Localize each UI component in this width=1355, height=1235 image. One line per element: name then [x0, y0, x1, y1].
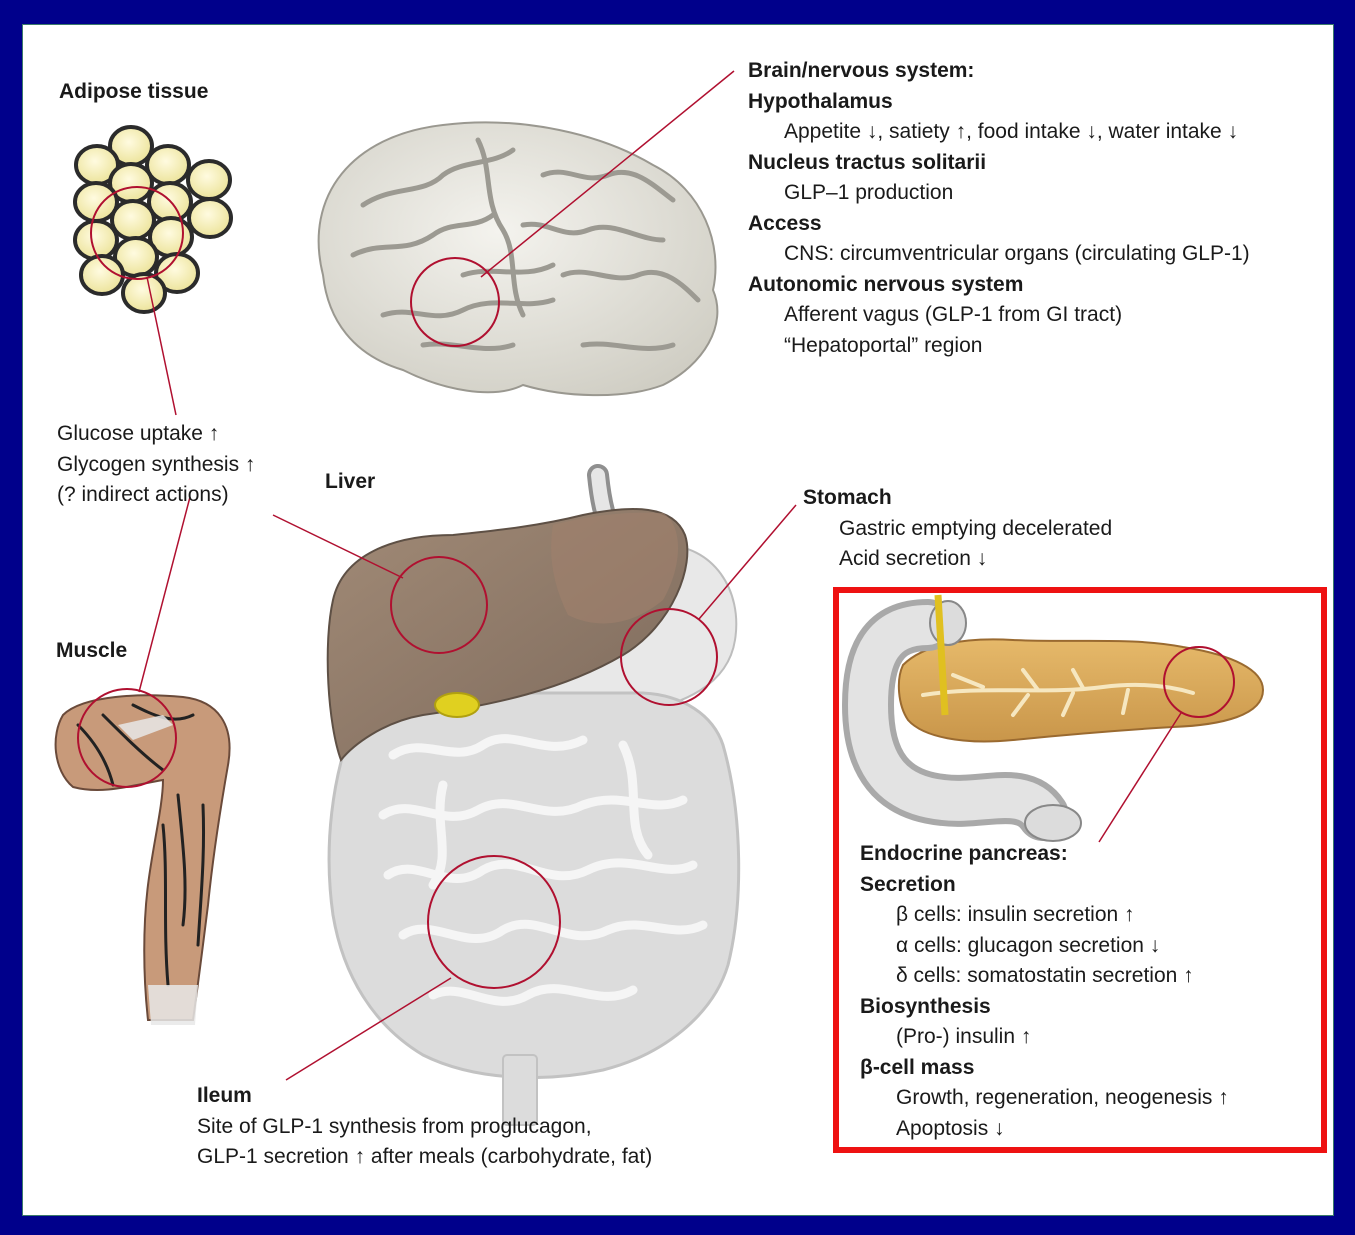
ileum-text-2: GLP-1 secretion ↑ after meals (carbohydr… — [197, 1142, 652, 1173]
adipose-tissue-title: Adipose tissue — [59, 77, 208, 107]
adipose-muscle-effects-block: Glucose uptake ↑ Glycogen synthesis ↑ (?… — [57, 419, 255, 511]
stomach-info-block: Stomach Gastric emptying decelerated Aci… — [803, 483, 1112, 575]
secretion-title: Secretion — [860, 870, 1229, 901]
brain-title: Brain/nervous system: — [748, 56, 1250, 87]
beta-cells-text: β cells: insulin secretion ↑ — [860, 900, 1229, 931]
biosynthesis-title: Biosynthesis — [860, 992, 1229, 1023]
hypothalamus-text: Appetite ↓, satiety ↑, food intake ↓, wa… — [748, 117, 1250, 148]
glycogen-synthesis-text: Glycogen synthesis ↑ — [57, 450, 255, 481]
ans-text-1: Afferent vagus (GLP-1 from GI tract) — [748, 300, 1250, 331]
figure-panel: Adipose tissue Brain/nervous system: Hyp… — [22, 24, 1334, 1216]
indirect-actions-text: (? indirect actions) — [57, 480, 255, 511]
nts-text: GLP–1 production — [748, 178, 1250, 209]
delta-cells-text: δ cells: somatostatin secretion ↑ — [860, 961, 1229, 992]
access-text: CNS: circumventricular organs (circulati… — [748, 239, 1250, 270]
ileum-text-1: Site of GLP-1 synthesis from proglucagon… — [197, 1112, 652, 1143]
liver-title: Liver — [325, 467, 375, 497]
adipose-tissue-illustration — [75, 127, 231, 312]
ileum-info-block: Ileum Site of GLP-1 synthesis from progl… — [197, 1081, 652, 1173]
acid-secretion-text: Acid secretion ↓ — [803, 544, 1112, 575]
muscle-illustration — [56, 695, 230, 1025]
biosynthesis-text: (Pro-) insulin ↑ — [860, 1022, 1229, 1053]
beta-cell-mass-text-1: Growth, regeneration, neogenesis ↑ — [860, 1083, 1229, 1114]
pancreas-title: Endocrine pancreas: — [860, 839, 1229, 870]
stomach-title: Stomach — [803, 483, 1112, 514]
brain-illustration — [319, 122, 718, 395]
intestines-illustration — [329, 693, 739, 1125]
ans-text-2: “Hepatoportal” region — [748, 331, 1250, 362]
hypothalamus-title: Hypothalamus — [748, 87, 1250, 118]
beta-cell-mass-text-2: Apoptosis ↓ — [860, 1114, 1229, 1145]
gastric-emptying-text: Gastric emptying decelerated — [803, 514, 1112, 545]
nts-title: Nucleus tractus solitarii — [748, 148, 1250, 179]
alpha-cells-text: α cells: glucagon secretion ↓ — [860, 931, 1229, 962]
ileum-title: Ileum — [197, 1081, 652, 1112]
muscle-title: Muscle — [56, 636, 127, 666]
beta-cell-mass-title: β-cell mass — [860, 1053, 1229, 1084]
pancreas-info-block: Endocrine pancreas: Secretion β cells: i… — [860, 839, 1229, 1144]
access-title: Access — [748, 209, 1250, 240]
ans-title: Autonomic nervous system — [748, 270, 1250, 301]
glucose-uptake-text: Glucose uptake ↑ — [57, 419, 255, 450]
brain-info-block: Brain/nervous system: Hypothalamus Appet… — [748, 56, 1250, 361]
